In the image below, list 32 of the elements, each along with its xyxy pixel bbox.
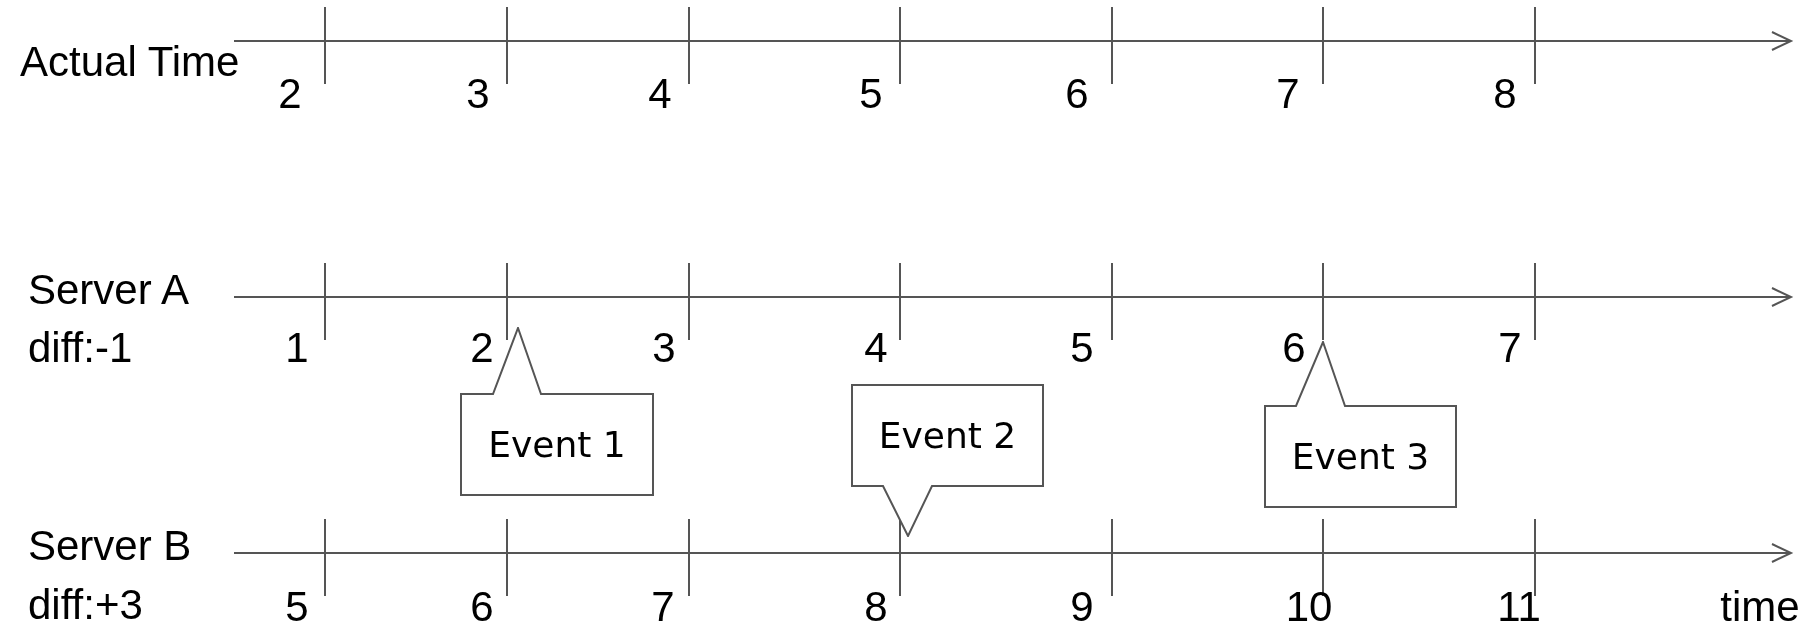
callout-bubble	[851, 384, 1044, 537]
tick-label: 2	[470, 325, 494, 371]
tick-label: 4	[864, 325, 888, 371]
axis-title: time	[1720, 584, 1800, 630]
event-label: Event 1	[488, 424, 626, 465]
axis-label: Server B	[28, 523, 192, 569]
tick-label: 8	[864, 584, 888, 630]
event-label: Event 2	[878, 415, 1017, 456]
tick-label: 6	[1282, 325, 1306, 371]
tick-label: 6	[1065, 71, 1089, 117]
tick-label: 5	[1070, 325, 1094, 371]
tick-label: 9	[1070, 584, 1094, 630]
tick-label: 5	[859, 71, 883, 117]
tick-label: 3	[652, 325, 676, 371]
tick-label: 8	[1493, 71, 1517, 117]
tick-label: 3	[466, 71, 490, 117]
event-label: Event 3	[1291, 436, 1430, 477]
tick-label: 4	[648, 71, 672, 117]
tick-label: 11	[1497, 584, 1541, 630]
tick-label: 5	[285, 584, 309, 630]
tick-label: 10	[1285, 584, 1333, 630]
axis-label: diff:-1	[28, 325, 133, 371]
tick-label: 1	[285, 325, 309, 371]
tick-label: 7	[1498, 325, 1522, 371]
axis-label: Server A	[28, 267, 190, 313]
tick-label: 2	[278, 71, 302, 117]
callout-bubble	[460, 327, 654, 496]
tick-label: 7	[651, 584, 675, 630]
tick-label: 6	[470, 584, 494, 630]
axis-label: Actual Time	[20, 39, 240, 85]
axis-label: diff:+3	[28, 582, 143, 628]
tick-label: 7	[1276, 71, 1300, 117]
